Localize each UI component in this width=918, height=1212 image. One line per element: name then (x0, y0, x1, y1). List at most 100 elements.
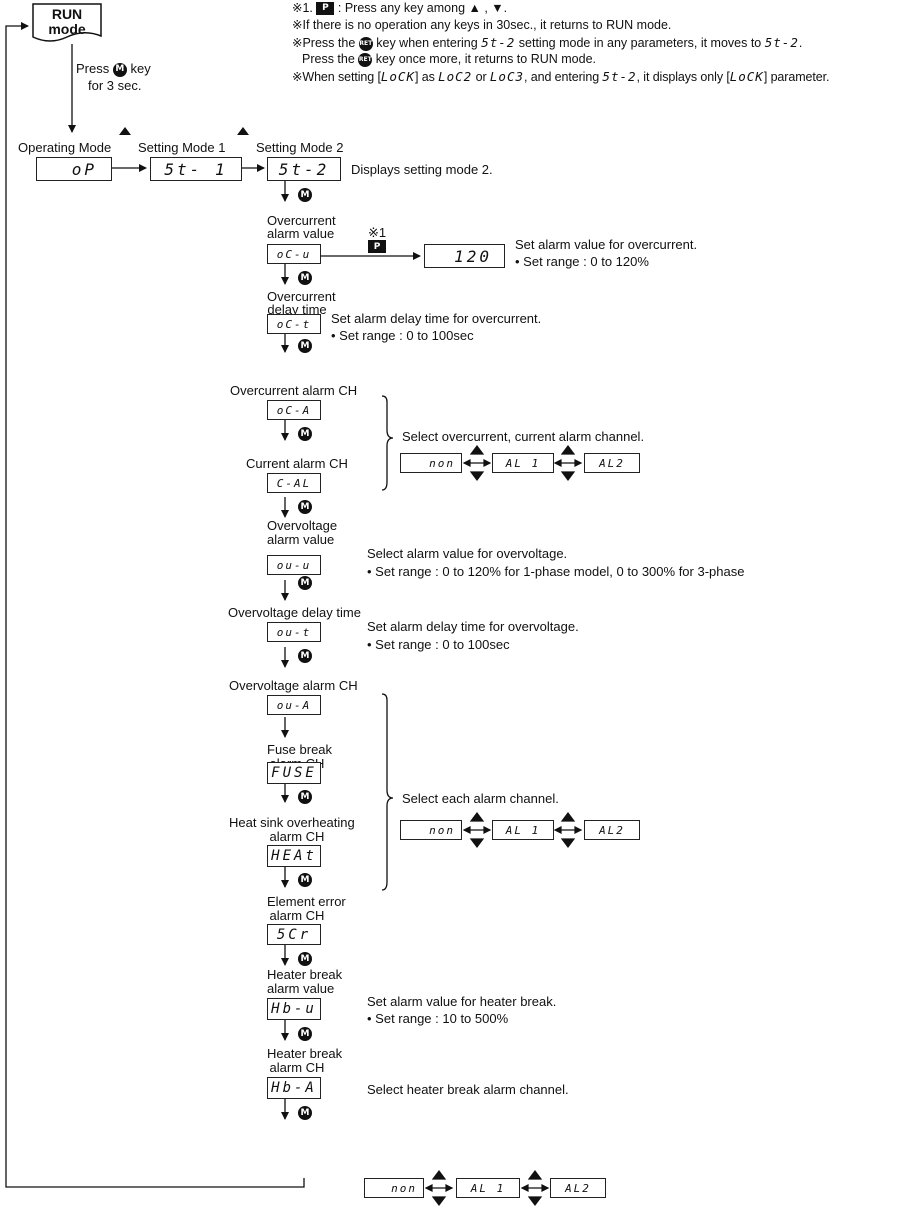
m-key-icon: M (298, 500, 312, 514)
m-key-icon: M (298, 1106, 312, 1120)
display-oc-a: oC-A (267, 400, 321, 420)
ouu-desc-2: • Set range : 0 to 120% for 1-phase mode… (367, 564, 745, 579)
ouu-label-2: alarm value (267, 532, 335, 547)
ocu-desc-2: • Set range : 0 to 120% (515, 254, 649, 269)
option-non: non (400, 820, 462, 840)
out-desc-1: Set alarm delay time for overvoltage. (367, 619, 579, 634)
option-non: non (364, 1178, 424, 1198)
fuse-label-1: Fuse break (267, 742, 333, 757)
display-hb-a: Hb-A (267, 1077, 321, 1099)
note-5-b: ] as (414, 70, 435, 84)
display-op: oP (36, 157, 112, 181)
note-3-seg-st2: 5t-2 (481, 35, 516, 50)
run-mode-line1: RUN (51, 6, 83, 22)
m-key-icon: M (298, 188, 312, 202)
ret-key-icon: RET (358, 36, 373, 51)
note-5-e: , it displays only [ (636, 70, 730, 84)
run-mode-box: RUN mode (32, 3, 102, 43)
note-5-seg-lock: LoCK (380, 69, 415, 84)
note-3-c: setting mode in any parameters, it moves… (518, 36, 762, 50)
option-al1: AL 1 (456, 1178, 520, 1198)
m-key-icon: M (298, 790, 312, 804)
mark-1-text: ※1 (368, 225, 387, 240)
hba-label-2: alarm CH (269, 1060, 325, 1075)
m-key-icon: M (298, 873, 312, 887)
operating-mode-label: Operating Mode (18, 140, 112, 155)
cal-label: Current alarm CH (246, 456, 348, 471)
display-oc-t: oC-t (267, 314, 321, 334)
note-mark-1: ※1 (368, 225, 386, 241)
oct-desc-2: • Set range : 0 to 100sec (331, 328, 474, 343)
p-key-icon: P (368, 240, 386, 253)
display-st1: 5t- 1 (150, 157, 242, 181)
note-5-seg-lock2: LoCK (729, 69, 764, 84)
note-3-b: key when entering (376, 36, 478, 50)
display-oc-u: oC-u (267, 244, 321, 264)
display-ou-u: ou-u (267, 555, 321, 575)
m-key-icon: M (298, 1027, 312, 1041)
ret-key-icon: RET (358, 52, 373, 67)
m-key-icon: M (298, 339, 312, 353)
heat-label-1: Heat sink overheating (229, 815, 355, 830)
heat-label-2: alarm CH (269, 829, 325, 844)
st2-description: Displays setting mode 2. (351, 162, 493, 177)
hba-label-1: Heater break (267, 1046, 343, 1061)
ouu-label-1: Overvoltage (267, 518, 338, 533)
note-3-d: . (798, 36, 803, 50)
option-al1: AL 1 (492, 453, 554, 473)
option-al2: AL2 (584, 453, 640, 473)
display-fuse: FUSE (267, 762, 321, 784)
note-4: Press the RET key once more, it returns … (302, 51, 596, 68)
note-5-a: ※When setting [ (292, 70, 381, 84)
hbu-label-1: Heater break (267, 967, 343, 982)
note-4-b: key once more, it returns to RUN mode. (375, 52, 597, 66)
out-desc-2: • Set range : 0 to 100sec (367, 637, 510, 652)
each-group-desc: Select each alarm channel. (402, 791, 559, 806)
note-5-seg-loc3: LoC3 (489, 69, 524, 84)
hbu-desc-1: Set alarm value for heater break. (367, 994, 557, 1009)
current-group-desc: Select overcurrent, current alarm channe… (402, 429, 645, 444)
ouu-desc-1: Select alarm value for overvoltage. (367, 546, 568, 561)
ocu-label-1: Overcurrent (267, 213, 336, 228)
note-1-text: : Press any key among ▲ , ▼. (337, 1, 508, 15)
display-oc-u-value: 120 (424, 244, 505, 268)
press-m-instruction: Press M key (76, 60, 151, 77)
display-heat: HEAt (267, 845, 321, 867)
oct-label-2: delay time (267, 302, 327, 317)
press-m-pre: Press (76, 61, 110, 76)
display-ou-a: ou-A (267, 695, 321, 715)
display-c-al: C-AL (267, 473, 321, 493)
m-key-icon: M (298, 649, 312, 663)
m-key-icon: M (298, 952, 312, 966)
option-al2: AL2 (584, 820, 640, 840)
note-3: ※Press the RET key when entering 5t-2 se… (292, 34, 802, 52)
scr-label-2: alarm CH (269, 908, 325, 923)
option-al2: AL2 (550, 1178, 606, 1198)
note-5-seg-loc2: LoC2 (438, 69, 473, 84)
note-3-a: ※Press the (292, 36, 356, 50)
display-st2: 5t-2 (267, 157, 341, 181)
m-key-icon: M (298, 576, 312, 590)
setting-mode-1-label: Setting Mode 1 (138, 140, 226, 155)
hbu-desc-2: • Set range : 10 to 500% (367, 1011, 509, 1026)
note-1: ※1. P : Press any key among ▲ , ▼. (292, 0, 507, 17)
note-1-prefix: ※1. (292, 1, 313, 15)
note-5-d: , and entering (524, 70, 600, 84)
display-scr: 5Cr (267, 924, 321, 945)
note-5-c: or (475, 70, 487, 84)
note-4-a: Press the (302, 52, 355, 66)
display-hb-u: Hb-u (267, 998, 321, 1020)
m-key-icon: M (112, 62, 127, 77)
press-m-post: key (130, 61, 151, 76)
ocu-label-2: alarm value (267, 226, 335, 241)
oua-label: Overvoltage alarm CH (229, 678, 358, 693)
scr-label-1: Element error (267, 894, 346, 909)
note-5: ※When setting [LoCK] as LoC2 or LoC3, an… (292, 68, 829, 86)
m-key-icon: M (298, 271, 312, 285)
oca-label: Overcurrent alarm CH (230, 383, 358, 398)
option-non: non (400, 453, 462, 473)
display-ou-t: ou-t (267, 622, 321, 642)
m-key-icon: M (298, 427, 312, 441)
hbu-label-2: alarm value (267, 981, 335, 996)
